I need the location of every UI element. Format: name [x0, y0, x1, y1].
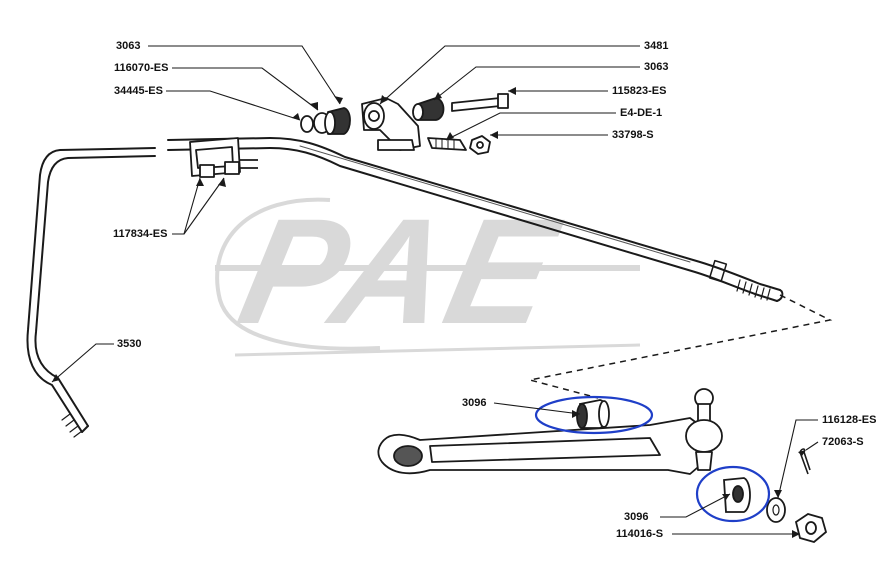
- callout-115823-es: 115823-ES: [612, 85, 667, 97]
- callout-3481: 3481: [644, 40, 669, 52]
- callout-33798-s: 33798-S: [612, 129, 654, 141]
- highlight-upper-bushing: [534, 395, 654, 435]
- castle-nut: [794, 513, 828, 543]
- callout-34445-es: 34445-ES: [114, 85, 163, 97]
- watermark-swoosh: [215, 197, 641, 357]
- highlight-lower-bushing: [695, 465, 771, 523]
- leader-lines: [51, 45, 819, 535]
- callout-3096-upper: 3096: [462, 397, 487, 409]
- leader-arrowheads: [52, 87, 806, 538]
- callout-3063-left: 3063: [116, 40, 141, 52]
- callout-3096-lower: 3096: [624, 511, 649, 523]
- callout-116128-es: 116128-ES: [822, 414, 877, 426]
- clamp-bracket: [189, 137, 258, 178]
- stabilizer-bar: [26, 137, 784, 438]
- dashed-connector: [529, 294, 833, 399]
- lower-arm: [377, 388, 723, 475]
- washer-116128: [766, 497, 786, 523]
- callout-72063-s: 72063-S: [822, 436, 864, 448]
- callout-e4-de-1: E4-DE-1: [620, 107, 663, 119]
- callout-117834-es: 117834-ES: [113, 228, 168, 240]
- bushing-3096-lower: [723, 477, 751, 513]
- callout-114016-s: 114016-S: [616, 528, 664, 540]
- callout-3530: 3530: [117, 338, 142, 350]
- callout-116070-es: 116070-ES: [114, 62, 169, 74]
- callout-3063-right: 3063: [644, 61, 669, 73]
- link-parts: [300, 93, 509, 155]
- bushing-3096-upper: [576, 399, 610, 429]
